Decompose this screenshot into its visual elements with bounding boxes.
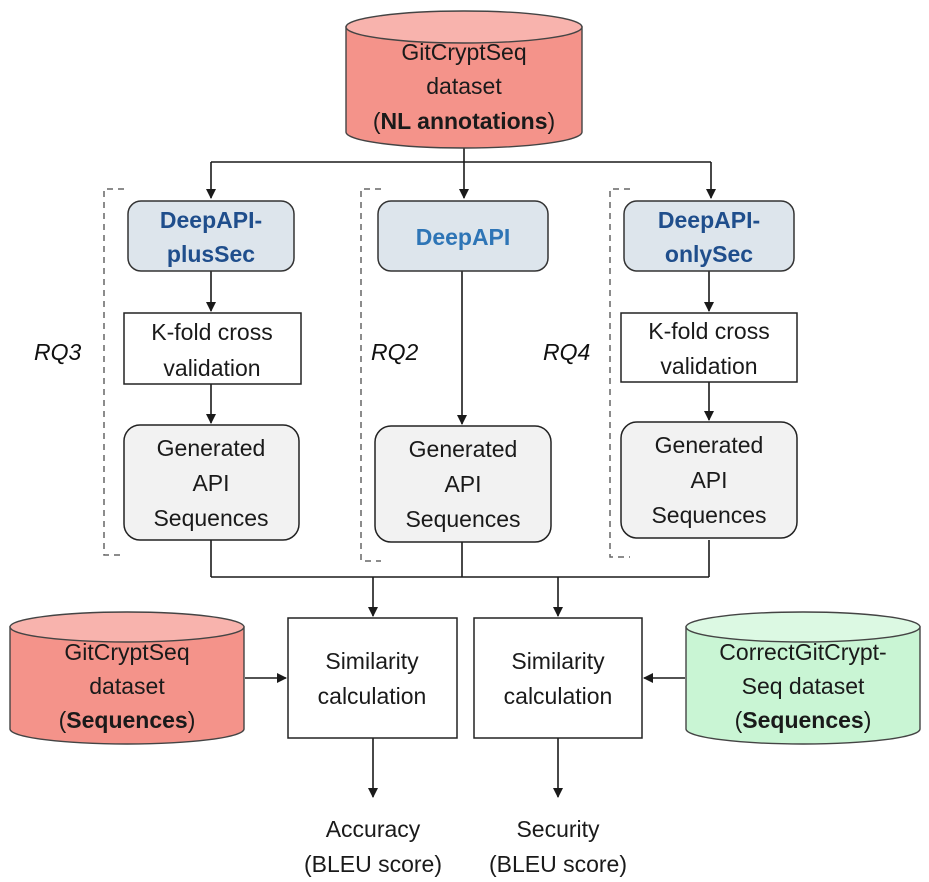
similarity-left-line2: calculation bbox=[318, 683, 427, 709]
model-deepapi-onlysec: DeepAPI- onlySec bbox=[623, 200, 795, 272]
security-sublabel: (BLEU score) bbox=[489, 851, 627, 877]
generated-left-box bbox=[123, 424, 300, 541]
generated-right-line2: API bbox=[690, 467, 727, 493]
bottom-right-dataset-body bbox=[685, 626, 921, 745]
generated-left: Generated API Sequences bbox=[123, 424, 300, 541]
bottom-left-dataset-line1: GitCryptSeq bbox=[64, 639, 189, 665]
model-deepapi-box bbox=[377, 200, 549, 272]
security-label: Security bbox=[516, 816, 600, 842]
generated-center-line3: Sequences bbox=[405, 506, 520, 532]
model-deepapi-plussec-box bbox=[127, 200, 295, 272]
bottom-right-dataset-line3-close: ) bbox=[864, 707, 872, 733]
generated-right-box bbox=[620, 421, 798, 539]
bottom-left-dataset-lid bbox=[9, 611, 245, 643]
generated-left-line2: API bbox=[192, 470, 229, 496]
generated-right-line3: Sequences bbox=[651, 502, 766, 528]
accuracy-label: Accuracy bbox=[326, 816, 421, 842]
rq3-label: RQ3 bbox=[34, 339, 82, 365]
rq4-label: RQ4 bbox=[543, 339, 590, 365]
bottom-right-dataset-cylinder: CorrectGitCrypt- Seq dataset (Sequences) bbox=[685, 611, 921, 745]
kfold-right-line1: K-fold cross bbox=[648, 318, 769, 344]
generated-center-line1: Generated bbox=[409, 436, 518, 462]
connectors bbox=[206, 148, 716, 798]
bracket-rq4 bbox=[609, 188, 630, 558]
bottom-left-dataset-line3: (Sequences) bbox=[59, 707, 196, 733]
similarity-right: Similarity calculation bbox=[473, 617, 643, 739]
bottom-right-dataset-line3-open: ( bbox=[735, 707, 743, 733]
top-dataset-line3-close: ) bbox=[547, 108, 555, 134]
bottom-right-dataset-line1: CorrectGitCrypt- bbox=[719, 639, 886, 665]
bottom-right-dataset-lid bbox=[685, 611, 921, 643]
model-deepapi-onlysec-line1: DeepAPI- bbox=[658, 207, 760, 233]
bracket-rq3 bbox=[103, 188, 124, 556]
generated-center-box bbox=[374, 425, 552, 543]
bottom-left-dataset-line3-open: ( bbox=[59, 707, 67, 733]
generated-right-line1: Generated bbox=[655, 432, 764, 458]
similarity-right-line2: calculation bbox=[504, 683, 613, 709]
generated-center: Generated API Sequences bbox=[374, 425, 552, 543]
bottom-right-dataset-line3: (Sequences) bbox=[735, 707, 872, 733]
top-dataset-lid bbox=[345, 10, 583, 44]
rq-brackets bbox=[103, 188, 630, 562]
top-dataset-body bbox=[345, 26, 583, 149]
similarity-left-box bbox=[287, 617, 458, 739]
top-dataset-line2: dataset bbox=[426, 73, 502, 99]
bottom-left-dataset-line2: dataset bbox=[89, 673, 165, 699]
kfold-left-box bbox=[123, 312, 302, 385]
accuracy-sublabel: (BLEU score) bbox=[304, 851, 442, 877]
generated-left-line3: Sequences bbox=[153, 505, 268, 531]
similarity-right-line1: Similarity bbox=[511, 648, 605, 674]
kfold-right-line2: validation bbox=[660, 353, 757, 379]
generated-right: Generated API Sequences bbox=[620, 421, 798, 539]
bottom-left-dataset-cylinder: GitCryptSeq dataset (Sequences) bbox=[9, 611, 245, 745]
similarity-left-line1: Similarity bbox=[325, 648, 419, 674]
similarity-left: Similarity calculation bbox=[287, 617, 458, 739]
similarity-right-box bbox=[473, 617, 643, 739]
kfold-left: K-fold cross validation bbox=[123, 312, 302, 385]
generated-center-line2: API bbox=[444, 471, 481, 497]
model-deepapi-plussec-line1: DeepAPI- bbox=[160, 207, 262, 233]
bracket-rq2 bbox=[360, 188, 381, 562]
bottom-left-dataset-line3-bold: Sequences bbox=[66, 707, 187, 733]
kfold-left-line2: validation bbox=[163, 355, 260, 381]
top-dataset-line1: GitCryptSeq bbox=[401, 39, 526, 65]
top-dataset-line3-bold: NL annotations bbox=[381, 108, 548, 134]
top-dataset-line3: (NL annotations) bbox=[373, 108, 555, 134]
bottom-right-dataset-line2: Seq dataset bbox=[742, 673, 865, 699]
kfold-left-line1: K-fold cross bbox=[151, 319, 272, 345]
generated-left-line1: Generated bbox=[157, 435, 266, 461]
bottom-left-dataset-line3-close: ) bbox=[188, 707, 196, 733]
top-dataset-line3-open: ( bbox=[373, 108, 381, 134]
bottom-right-dataset-line3-bold: Sequences bbox=[742, 707, 863, 733]
model-deepapi: DeepAPI bbox=[377, 200, 549, 272]
rq2-label: RQ2 bbox=[371, 339, 419, 365]
top-dataset-cylinder: GitCryptSeq dataset (NL annotations) bbox=[345, 10, 583, 149]
model-deepapi-plussec: DeepAPI- plusSec bbox=[127, 200, 295, 272]
model-deepapi-line1: DeepAPI bbox=[416, 224, 511, 250]
model-deepapi-onlysec-box bbox=[623, 200, 795, 272]
model-deepapi-plussec-line2: plusSec bbox=[167, 241, 255, 267]
model-deepapi-onlysec-line2: onlySec bbox=[665, 241, 753, 267]
bottom-left-dataset-body bbox=[9, 626, 245, 745]
kfold-right: K-fold cross validation bbox=[620, 312, 798, 383]
kfold-right-box bbox=[620, 312, 798, 383]
